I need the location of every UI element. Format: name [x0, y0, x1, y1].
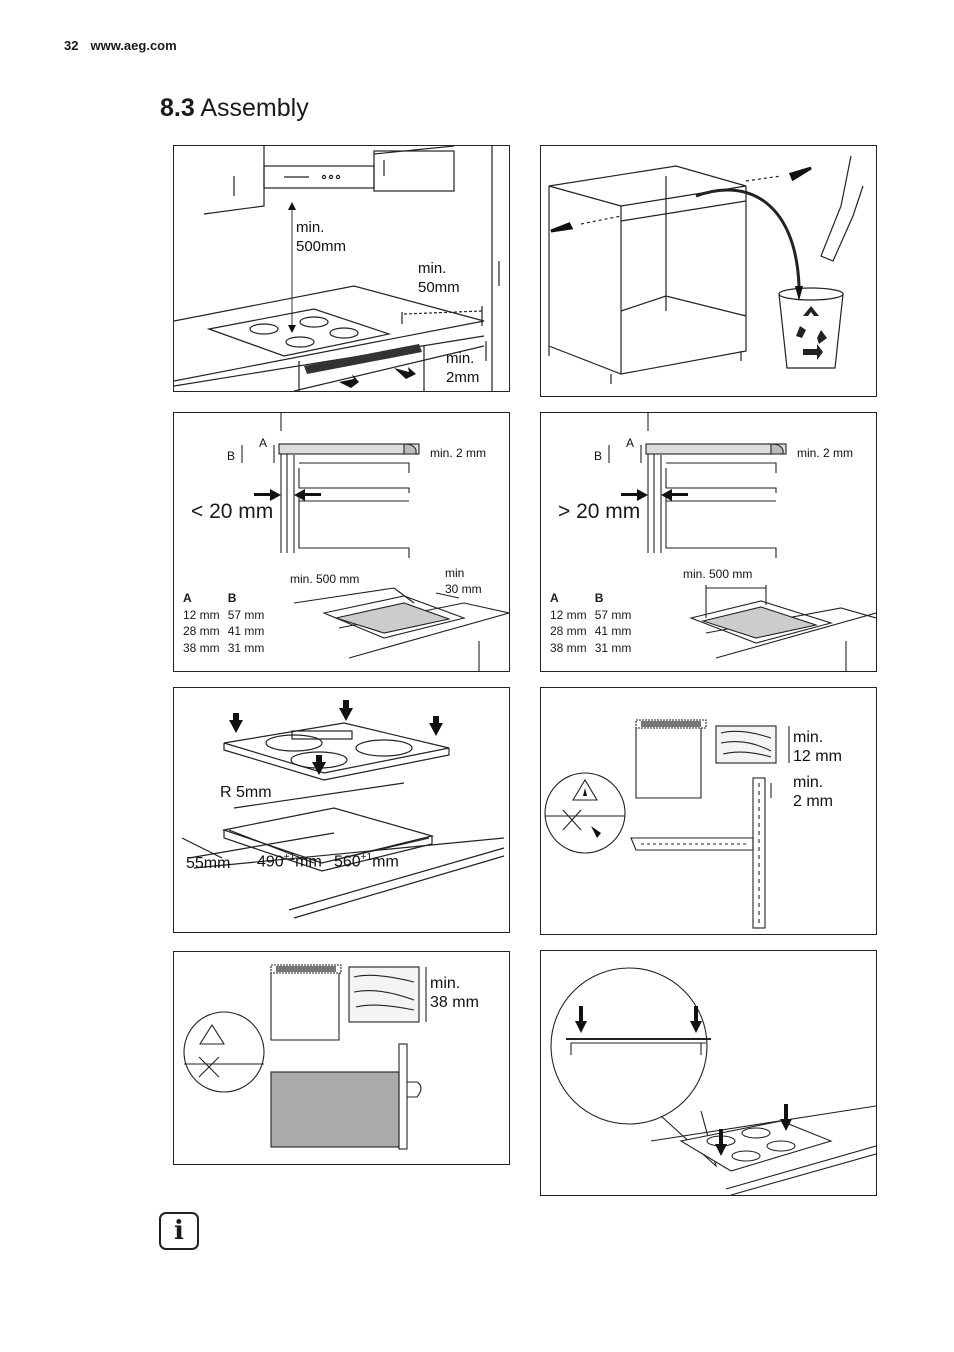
section-number: 8.3	[160, 94, 195, 122]
label-min-500mm: min. 500 mm	[290, 572, 360, 586]
worktop-38-drawing	[183, 964, 427, 1150]
hob-clearance-drawing	[174, 146, 500, 391]
label-min-30mm: min 30 mm	[445, 566, 482, 596]
label-min-2mm: min. 2 mm	[430, 446, 487, 460]
label-min-2mm: min. 2 mm	[797, 446, 854, 460]
label-min-12mm: min. 12 mm	[793, 729, 842, 765]
table-header-a: A	[183, 591, 192, 605]
label-depth: 55mm	[186, 855, 231, 872]
label-min-2mm: min. 2 mm	[793, 774, 833, 810]
label-a: A	[626, 436, 635, 450]
gap-more-20-drawing	[608, 413, 876, 671]
table-header-b: B	[594, 591, 604, 605]
label-b: B	[594, 449, 603, 463]
info-icon: i	[159, 1212, 199, 1250]
figure-gt20mm-gap: A B min. 2 mm > 20 mm min. 500 mm A B 12 …	[540, 412, 877, 672]
label-min-38mm: min. 38 mm	[430, 975, 479, 1011]
label-a: A	[259, 436, 268, 450]
table-header-a: A	[550, 591, 559, 605]
label-gap-gt20: > 20 mm	[558, 500, 641, 523]
label-b: B	[227, 449, 236, 463]
worktop-12-drawing	[544, 719, 790, 929]
cutout-drawing	[181, 700, 505, 919]
figure-cutout-dimensions: R 5mm 55mm 490+1mm 560+1mm	[173, 687, 510, 933]
label-min-2mm: min. 2mm	[446, 350, 480, 386]
website-link[interactable]: www.aeg.com	[90, 38, 177, 53]
figure-insert-hob	[540, 950, 877, 1196]
gap-less-20-drawing	[241, 413, 509, 671]
label-width-490: 490+1mm	[257, 852, 322, 871]
section-title: 8.3 Assembly	[160, 94, 309, 123]
insert-hob-drawing	[550, 967, 876, 1195]
section-title-text: Assembly	[200, 94, 309, 122]
label-min-500mm: min. 500 mm	[683, 567, 753, 581]
cabinet-recycle-drawing	[548, 155, 864, 384]
label-gap-lt20: < 20 mm	[191, 500, 274, 523]
figure-worktop-38mm: min. 38 mm	[173, 951, 510, 1165]
figure-worktop-12mm: min. 12 mm min. 2 mm	[540, 687, 877, 935]
figure-remove-drawer	[540, 145, 877, 397]
label-radius: R 5mm	[220, 784, 272, 801]
table-header-b: B	[227, 591, 237, 605]
label-min-500mm: min. 500mm	[296, 219, 347, 255]
figure-lt20mm-gap: A B min. 2 mm < 20 mm min. 500 mm min 30…	[173, 412, 510, 672]
label-width-560: 560+1mm	[334, 852, 399, 871]
page-number: 32	[64, 38, 79, 53]
figure-hob-clearance: min. 500mm min. 50mm min. 2mm	[173, 145, 510, 392]
label-min-50mm: min. 50mm	[418, 260, 460, 296]
page-header: 32 www.aeg.com	[64, 38, 177, 53]
